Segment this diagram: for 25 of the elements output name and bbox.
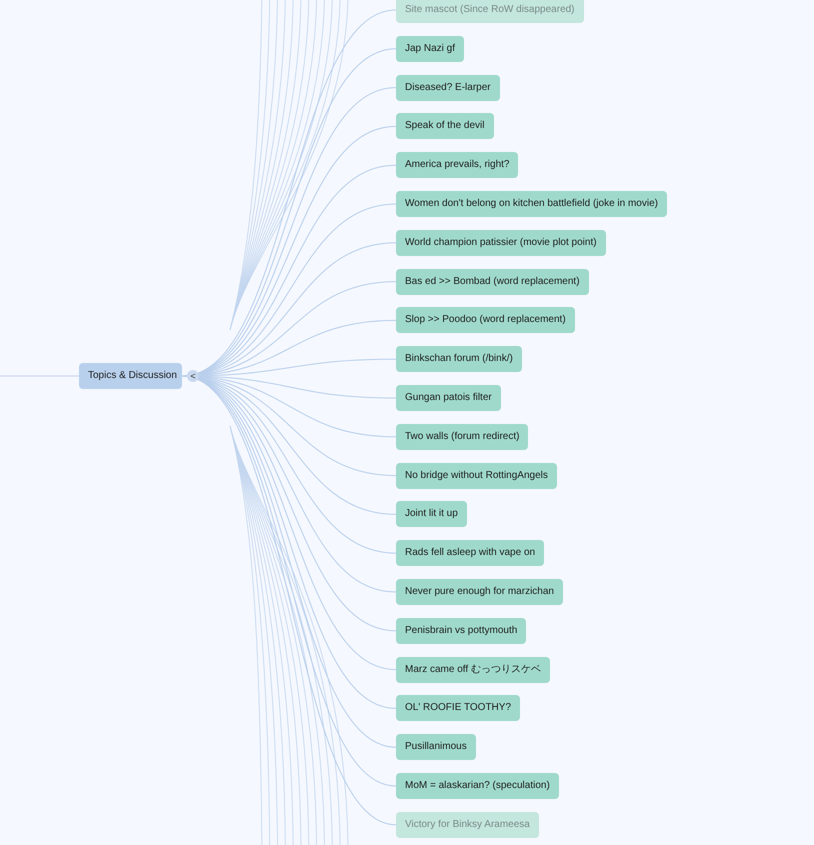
subtopic-box: Penisbrain vs pottymouth [396, 618, 526, 644]
subtopic-box: Marz came off むっつりスケベ [396, 656, 550, 683]
subtopic-box: Victory for Binksy Arameesa [396, 812, 539, 838]
subtopic-box: Rads fell asleep with vape on [396, 540, 544, 566]
subtopic-box: Gungan patois filter [396, 385, 501, 411]
subtopic-box: World champion patissier (movie plot point) [396, 230, 606, 256]
subtopic-box: No bridge without RottingAngels [396, 462, 557, 489]
subtopic-box: Bas ed >> Bombad (word replacement) [396, 268, 589, 295]
subtopic-box: Diseased? E-larper [396, 74, 500, 101]
subtopic-box: OL' ROOFIE TOOTHY? [396, 695, 520, 722]
subtopic-box: Never pure enough for marzichan [396, 579, 563, 605]
collapse-button: < [187, 370, 199, 382]
subtopic-box: Site mascot (Since RoW disappeared) [396, 0, 584, 23]
subtopic-box: America prevails, right? [396, 152, 518, 178]
subtopic-box: Binkschan forum (/bink/) [396, 346, 522, 372]
subtopic-box: Jap Nazi gf [396, 36, 464, 62]
topic-box: Topics & Discussion [79, 363, 182, 389]
subtopic-box: Two walls (forum redirect) [396, 424, 528, 450]
subtopic-box: Women don't belong on kitchen battlefield (joke in movie) [396, 191, 667, 217]
subtopic-box: Joint lit it up [396, 501, 467, 528]
connector-line [0, 375, 79, 377]
subtopic-box: MoM = alaskarian? (speculation) [396, 773, 559, 799]
subtopic-box: Pusillanimous [396, 734, 476, 760]
subtopic-box: Speak of the devil [396, 113, 494, 140]
subtopic-box: Slop >> Poodoo (word replacement) [396, 307, 575, 334]
